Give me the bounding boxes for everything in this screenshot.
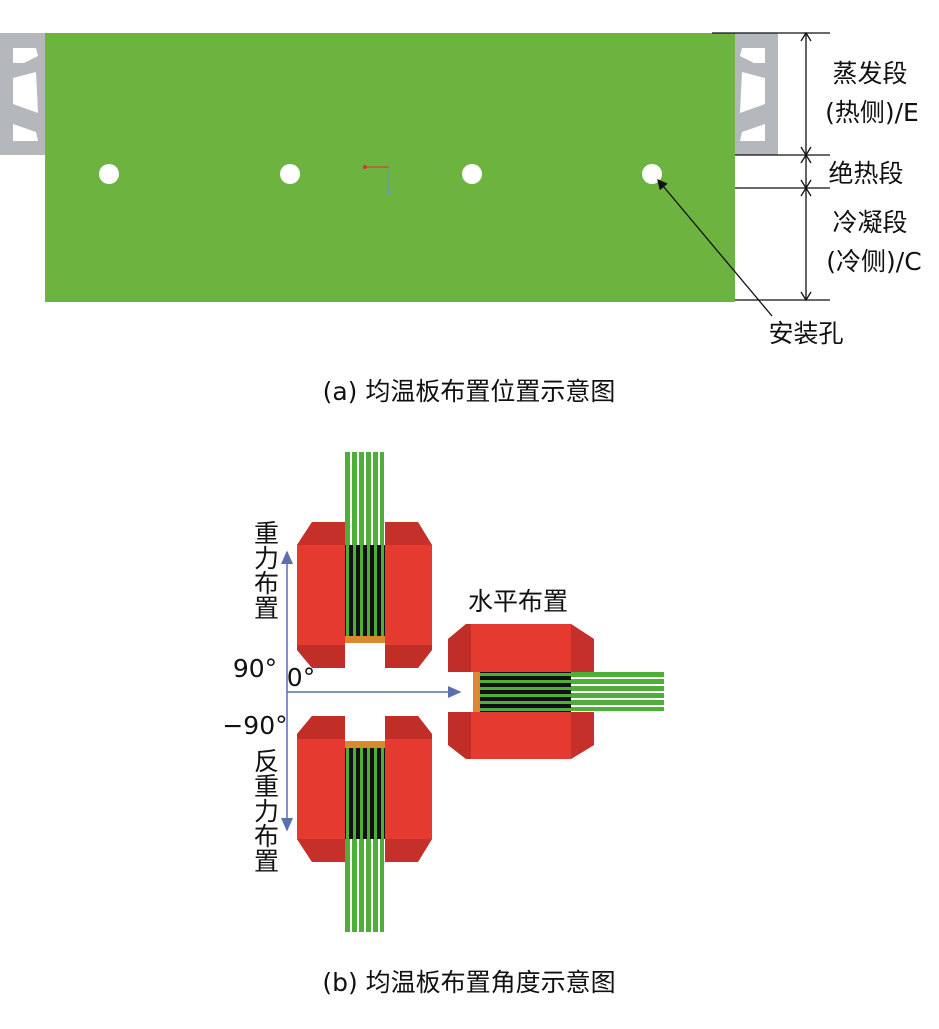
horizontal-module	[448, 624, 664, 759]
gravity-label: 重力布置	[251, 520, 280, 620]
mounting-hole	[462, 164, 482, 184]
adiabatic-label: 绝热段	[828, 159, 903, 188]
mounting-hole-label: 安装孔	[768, 319, 843, 348]
mounting-hole	[280, 164, 300, 184]
dimension-lines	[712, 31, 830, 302]
orientation-view: 90° 0° −90° 重力布置 反重力布置 水平布置 (b) 均温板布置角度示…	[222, 452, 664, 997]
gravity-module	[297, 452, 432, 668]
condenser-sublabel: (冷侧)/C	[826, 247, 921, 276]
horizontal-label: 水平布置	[468, 587, 568, 616]
mounting-hole	[99, 164, 119, 184]
heat-spreader-plate	[45, 33, 735, 302]
angle-0-label: 0°	[287, 663, 315, 692]
heat-spreader-plate-view: 蒸发段 (热侧)/E 绝热段 冷凝段 (冷侧)/C 安装孔 (a) 均温板布置位…	[0, 31, 922, 406]
anti-gravity-label: 反重力布置	[251, 748, 280, 873]
left-bracket	[0, 33, 46, 155]
evaporator-sublabel: (热侧)/E	[825, 98, 919, 127]
angle-neg90-label: −90°	[222, 711, 287, 740]
caption-a: (a) 均温板布置位置示意图	[323, 377, 616, 406]
coordinate-axis-icon	[363, 165, 391, 194]
right-bracket	[734, 33, 778, 155]
condenser-label: 冷凝段	[832, 208, 907, 237]
mounting-hole-leader	[657, 179, 773, 317]
angle-90-label: 90°	[233, 654, 277, 683]
caption-b: (b) 均温板布置角度示意图	[322, 968, 615, 997]
evaporator-label: 蒸发段	[832, 59, 907, 88]
mounting-hole	[642, 164, 662, 184]
anti-gravity-module	[297, 716, 432, 932]
